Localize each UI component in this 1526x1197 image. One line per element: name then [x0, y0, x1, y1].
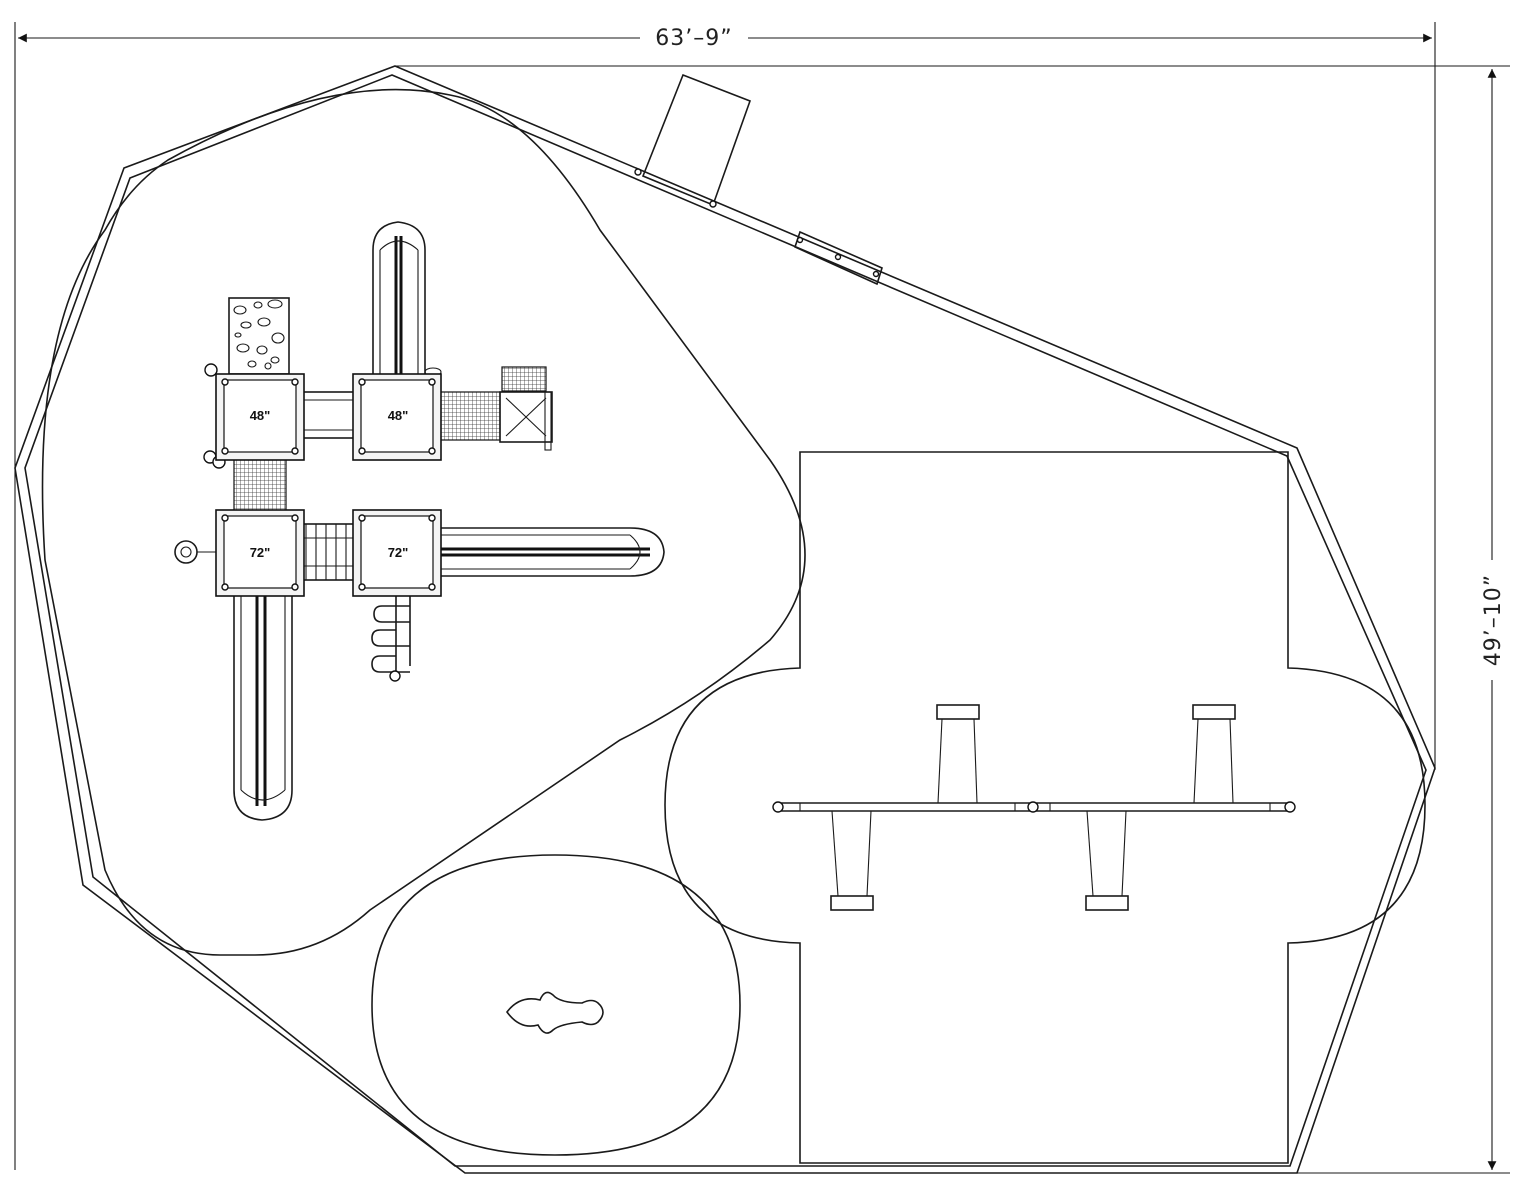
loop-climber — [371, 592, 411, 681]
cargo-enclosure — [499, 366, 553, 451]
deck-3: 72" — [215, 509, 305, 597]
border-connector — [794, 230, 883, 286]
site-border — [14, 65, 1436, 1174]
wobbly-bridge — [295, 523, 357, 581]
spring-rider-use-zone — [371, 854, 741, 1156]
swing-use-zone — [664, 451, 1426, 1164]
slide-bottom-left — [233, 590, 293, 821]
deck-2-height-label: 48" — [388, 408, 409, 423]
swing-seat-1 — [936, 704, 980, 804]
deck-3-height-label: 72" — [250, 545, 271, 560]
fish-spring-rider — [506, 991, 604, 1034]
deck-1: 48" — [215, 373, 305, 461]
height-dimension: 49’–10” — [395, 65, 1510, 1174]
width-dimension-label: 63’–9” — [655, 26, 732, 51]
swing-beam-center — [1027, 801, 1039, 813]
swing-seat-4 — [1085, 810, 1129, 911]
swing-beam-end-right — [1284, 801, 1296, 813]
structure-use-zone — [41, 88, 806, 956]
swing-beam-end-left — [772, 801, 784, 813]
slide-top — [372, 221, 426, 380]
deck-2: 48" — [352, 373, 442, 461]
swing-seat-2 — [1192, 704, 1236, 804]
slide-right — [434, 527, 665, 577]
connector-crawl — [233, 451, 287, 515]
bench — [634, 73, 752, 208]
swing-set — [772, 704, 1296, 911]
deck-4-height-label: 72" — [388, 545, 409, 560]
deck-4: 72" — [352, 509, 442, 597]
rock-climbing-wall — [228, 297, 290, 375]
width-dimension: 63’–9” — [14, 22, 1436, 1170]
deck-1-height-label: 48" — [250, 408, 271, 423]
deck1-spinner-top — [204, 363, 218, 377]
height-dimension-label: 49’–10” — [1481, 574, 1506, 666]
net-bridge — [435, 391, 501, 441]
swing-seat-3 — [830, 810, 874, 911]
climber-base — [389, 670, 401, 682]
play-structure: 48" 48" 72" 72" — [174, 221, 665, 821]
